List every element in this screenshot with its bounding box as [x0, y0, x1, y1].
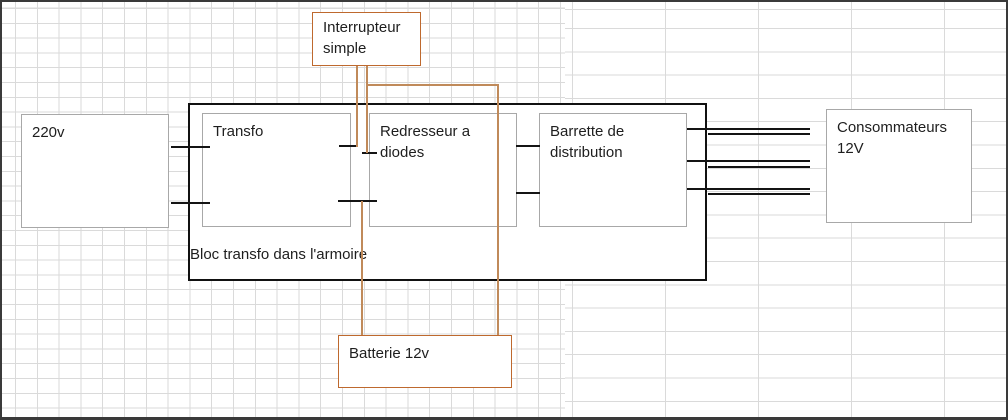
- node-consommateurs[interactable]: Consommateurs 12V: [826, 109, 972, 223]
- node-batterie[interactable]: Batterie 12v: [338, 335, 512, 388]
- wire-batterie-right-vertical[interactable]: [497, 84, 499, 335]
- wire-output2-bottom[interactable]: [708, 166, 810, 168]
- node-220v[interactable]: 220v: [21, 114, 169, 228]
- node-barrette-label: Barrette de distribution: [540, 114, 686, 170]
- wire-interrupteur-batterie-horizontal[interactable]: [366, 84, 499, 86]
- node-interrupteur-line2: simple: [323, 40, 367, 57]
- wire-output3-top[interactable]: [687, 188, 810, 190]
- node-redresseur-label: Redresseur a diodes: [370, 114, 516, 170]
- node-transfo[interactable]: Transfo: [202, 113, 351, 227]
- node-barrette-line1: Barrette de: [550, 123, 625, 140]
- node-consommateurs-line1: Consommateurs: [837, 119, 948, 136]
- wire-redresseur-barrette-top[interactable]: [516, 145, 540, 147]
- enclosure-caption[interactable]: Bloc transfo dans l'armoire: [190, 246, 368, 263]
- wire-output2-top[interactable]: [687, 160, 810, 162]
- node-redresseur-line2: diodes: [380, 144, 425, 161]
- wire-interrupteur-redresseur[interactable]: [366, 66, 368, 153]
- node-interrupteur-label: Interrupteur simple: [313, 13, 420, 63]
- wire-transfo-out-top[interactable]: [339, 145, 356, 147]
- wire-220v-transfo-bottom[interactable]: [171, 202, 210, 204]
- node-consommateurs-line2: 12V: [837, 140, 864, 157]
- node-consommateurs-label: Consommateurs 12V: [827, 110, 971, 166]
- node-redresseur-line1: Redresseur a: [380, 123, 471, 140]
- wire-redresseur-in-top[interactable]: [362, 152, 377, 154]
- wire-220v-transfo-top[interactable]: [171, 146, 210, 148]
- node-barrette-line2: distribution: [550, 144, 623, 161]
- wire-output1-bottom[interactable]: [708, 133, 810, 135]
- wire-redresseur-barrette-bottom[interactable]: [516, 192, 540, 194]
- node-interrupteur[interactable]: Interrupteur simple: [312, 12, 421, 66]
- node-transfo-label: Transfo: [213, 123, 264, 140]
- wire-interrupteur-transfo[interactable]: [356, 66, 358, 147]
- node-220v-label: 220v: [32, 124, 65, 141]
- wire-output1-top[interactable]: [687, 128, 810, 130]
- node-redresseur[interactable]: Redresseur a diodes: [369, 113, 517, 227]
- node-interrupteur-line1: Interrupteur: [323, 19, 401, 36]
- wire-output3-bottom[interactable]: [708, 193, 810, 195]
- wire-batterie-left-vertical[interactable]: [361, 201, 363, 335]
- node-batterie-label: Batterie 12v: [349, 345, 430, 362]
- node-barrette[interactable]: Barrette de distribution: [539, 113, 687, 227]
- wire-transfo-redresseur-bottom[interactable]: [338, 200, 377, 202]
